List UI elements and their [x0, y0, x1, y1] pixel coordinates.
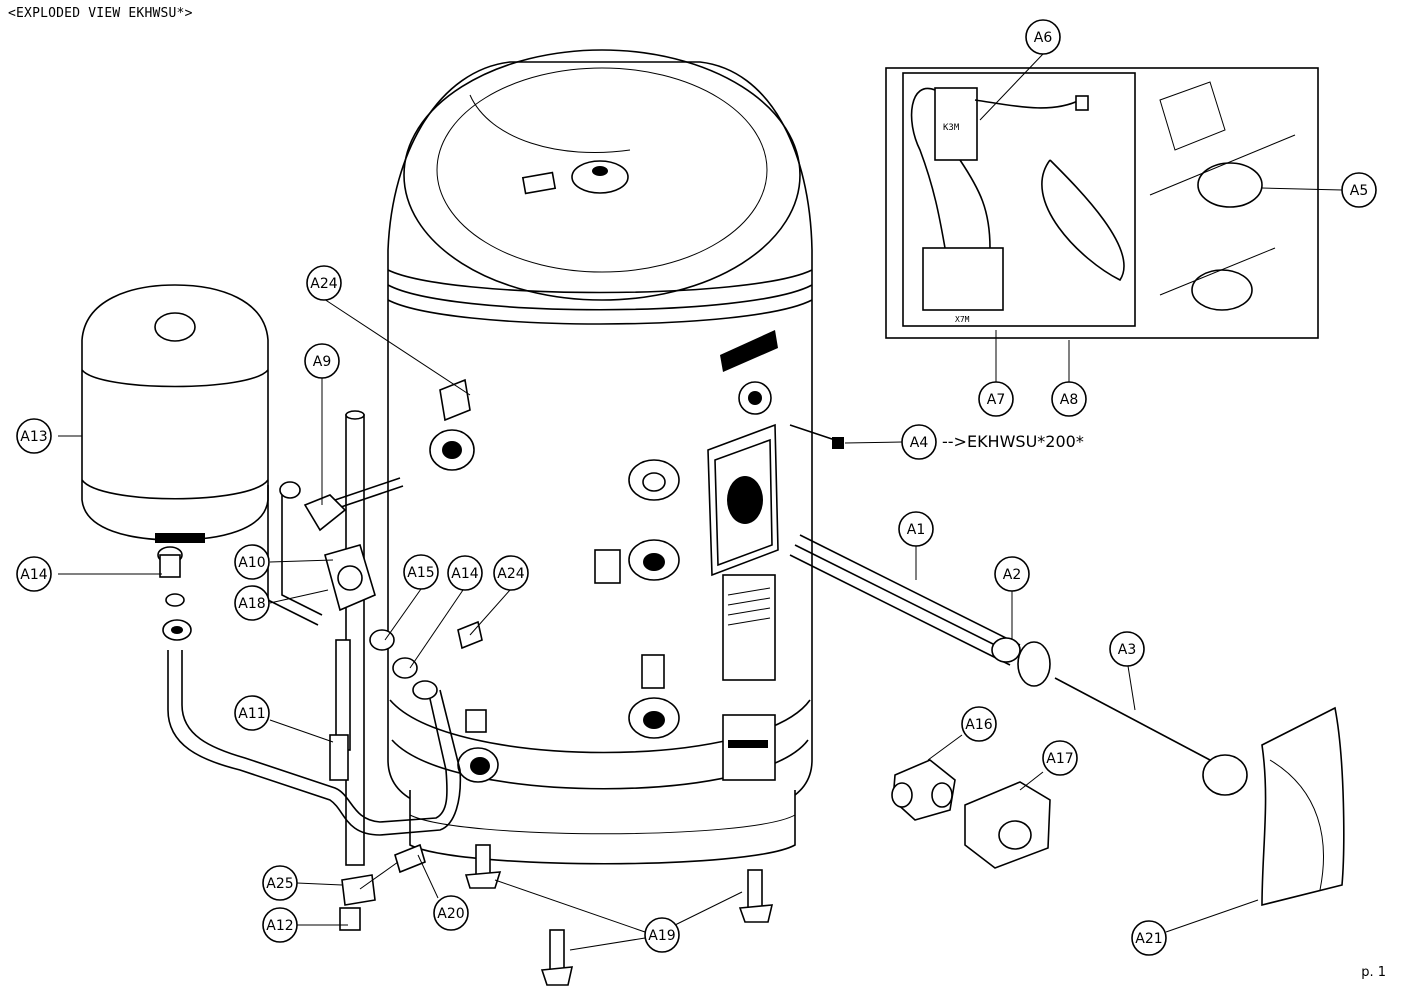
hot-water-tank — [387, 49, 844, 865]
svg-text:A25: A25 — [266, 876, 293, 892]
callout-a20: A20 — [433, 895, 469, 931]
callout-a2: A2 — [994, 556, 1030, 592]
piping — [167, 410, 462, 866]
callout-a10: A10 — [234, 544, 270, 580]
callout-a16: A16 — [961, 706, 997, 742]
callout-a7: A7 — [978, 381, 1014, 417]
svg-text:A14: A14 — [451, 566, 478, 582]
immersion-heater — [789, 534, 1248, 796]
callout-a4: A4 — [901, 424, 937, 460]
svg-text:A1: A1 — [907, 522, 925, 538]
callout-a3: A3 — [1109, 631, 1145, 667]
page-title: <EXPLODED VIEW EKHWSU*> — [8, 6, 193, 21]
svg-text:A24: A24 — [497, 566, 524, 582]
callout-a14-mid: A14 — [447, 555, 483, 591]
callout-a21: A21 — [1131, 920, 1167, 956]
svg-text:A16: A16 — [965, 717, 992, 733]
leader-lines — [58, 53, 1343, 951]
three-way-valve — [891, 759, 956, 821]
callout-a1: A1 — [898, 511, 934, 547]
callouts: A6 A5 A7 A8 A24 A9 A13 A4 A1 A10 A14 A15… — [16, 19, 1377, 956]
svg-text:A11: A11 — [238, 706, 265, 722]
svg-text:A19: A19 — [648, 928, 675, 944]
callout-a18: A18 — [234, 585, 270, 621]
front-cover — [1261, 706, 1345, 907]
callout-a9: A9 — [304, 343, 340, 379]
callout-a5: A5 — [1341, 172, 1377, 208]
callout-a12: A12 — [262, 907, 298, 943]
svg-text:A14: A14 — [20, 567, 47, 583]
svg-text:K3M: K3M — [943, 123, 960, 133]
callout-a24-mid: A24 — [493, 555, 529, 591]
svg-text:A12: A12 — [266, 918, 293, 934]
callout-a14-left: A14 — [16, 556, 52, 592]
callout-a6: A6 — [1025, 19, 1061, 55]
callout-a17: A17 — [1042, 740, 1078, 776]
svg-text:A9: A9 — [313, 354, 331, 370]
a4-variant-note: -->EKHWSU*200* — [942, 432, 1084, 451]
svg-text:A4: A4 — [910, 435, 929, 451]
svg-text:A3: A3 — [1118, 642, 1136, 658]
svg-text:A13: A13 — [20, 429, 47, 445]
page-number: p. 1 — [1361, 965, 1386, 980]
callout-a19: A19 — [644, 917, 680, 953]
svg-text:A7: A7 — [987, 392, 1005, 408]
svg-text:A17: A17 — [1046, 751, 1073, 767]
callout-a13: A13 — [16, 418, 52, 454]
callout-a11: A11 — [234, 695, 270, 731]
expansion-vessel — [81, 284, 269, 543]
svg-text:A24: A24 — [310, 276, 337, 292]
svg-text:X7M: X7M — [955, 315, 970, 324]
fittings — [157, 378, 774, 986]
svg-text:A18: A18 — [238, 596, 265, 612]
svg-text:A5: A5 — [1350, 183, 1368, 199]
svg-text:A15: A15 — [407, 565, 434, 581]
svg-text:A10: A10 — [238, 555, 265, 571]
callout-a8: A8 — [1051, 381, 1087, 417]
valve-actuator — [964, 781, 1051, 869]
callout-a15: A15 — [403, 554, 439, 590]
svg-text:A20: A20 — [437, 906, 464, 922]
svg-text:A21: A21 — [1135, 931, 1162, 947]
svg-text:A2: A2 — [1003, 567, 1021, 583]
callout-a24-top: A24 — [306, 265, 342, 301]
svg-text:A6: A6 — [1034, 30, 1053, 46]
callout-a25: A25 — [262, 865, 298, 901]
electrical-kit: K3M X7M — [885, 67, 1319, 339]
svg-text:A8: A8 — [1060, 392, 1078, 408]
